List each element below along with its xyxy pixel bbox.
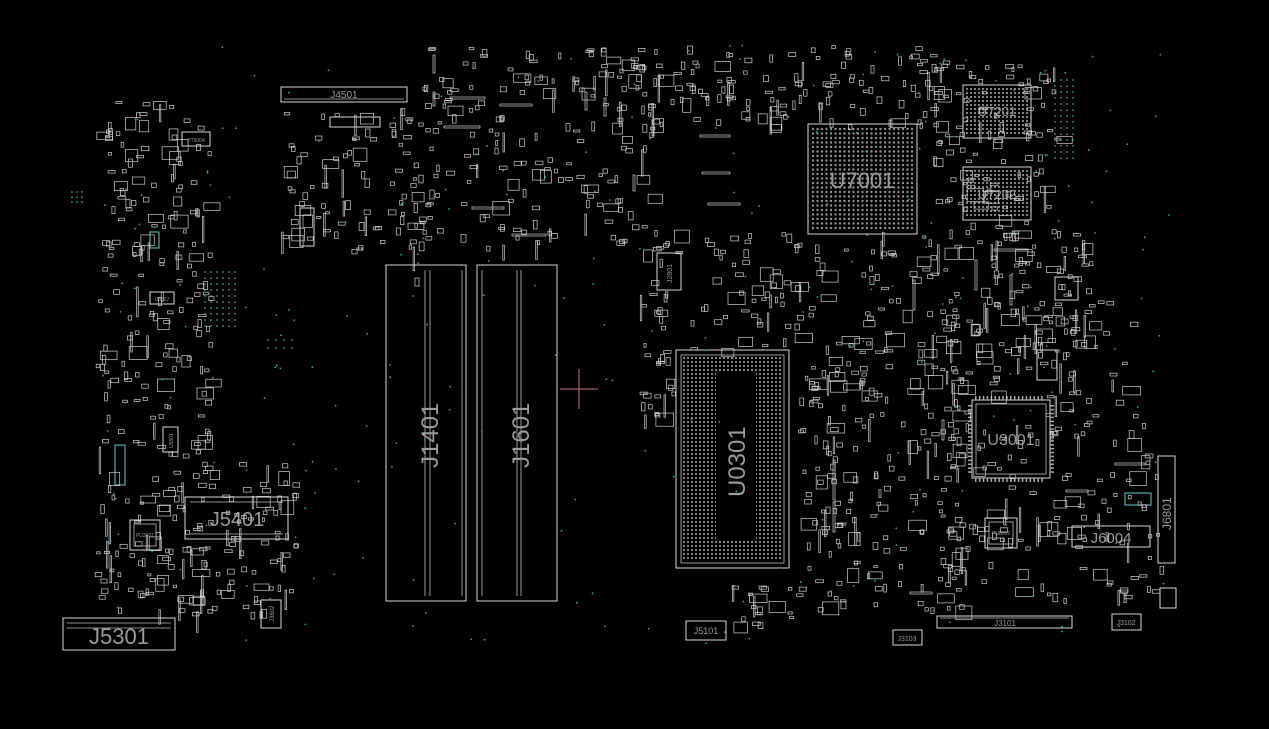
j1401-label: J1401 (417, 403, 444, 468)
j6801-label: J6801 (1160, 497, 1174, 530)
u7001-ball-grid (811, 127, 914, 230)
u7201-label: U7201 (978, 104, 1016, 119)
u7001-label: U7001 (830, 168, 895, 193)
pt5004-label: PT5004 (187, 138, 205, 144)
j3102-label: J3102 (1116, 620, 1135, 627)
connector-j4501[interactable]: J4501 (280, 86, 408, 103)
u0301-label: U0301 (724, 426, 751, 497)
connector-j6801[interactable]: J6801 (1157, 455, 1176, 564)
j5301-label: J5301 (89, 624, 149, 649)
dimm-slot-j1601[interactable]: J1601 (476, 264, 558, 602)
j2801-label: J2801 (667, 264, 674, 283)
pu3601-label: PU3601 (136, 533, 154, 539)
j5101-label: J5101 (694, 626, 719, 636)
connector-j3802[interactable]: J3802 (260, 599, 282, 629)
pu8002-label: PU8002 (992, 531, 1010, 537)
part-pt5004[interactable]: PT5004 (181, 131, 211, 147)
j1601-label: J1601 (508, 403, 535, 468)
part-pu8002[interactable]: PU8002 (984, 517, 1018, 549)
u5501-label: U5501 (169, 433, 175, 448)
j3802-label: J3802 (270, 605, 276, 622)
j6004-label: J6004 (1091, 530, 1132, 547)
j3101-label: J3101 (994, 619, 1016, 628)
part-u5307[interactable]: U5307 (149, 291, 175, 305)
part-u5501[interactable]: U5501 (162, 426, 179, 453)
connector-j5401[interactable]: J5401 (184, 496, 289, 540)
j3103-label: J3103 (897, 636, 916, 643)
crosshair-cursor (560, 369, 598, 409)
cpu-u0301[interactable]: U0301 (675, 349, 790, 569)
u5307-label: U5307 (155, 297, 170, 303)
connector-j5101[interactable]: J5101 (685, 620, 727, 641)
connector-j6004[interactable]: J6004 (1071, 525, 1151, 548)
connector-j3102[interactable]: J3102 (1111, 613, 1142, 631)
chip-u7201[interactable]: U7201 (962, 84, 1032, 139)
u7201-ball-grid (965, 87, 1029, 135)
connector-j3101[interactable]: J3101 (936, 615, 1073, 629)
connector-j3103[interactable]: J3103 (892, 629, 923, 646)
dimm-slot-j1401[interactable]: J1401 (385, 264, 467, 602)
u3001-label: U3001 (987, 432, 1034, 449)
scatter-components (94, 45, 1164, 634)
chip-u7001[interactable]: U7001 (807, 123, 918, 235)
u3001-pins (968, 396, 1054, 482)
j4501-label: J4501 (330, 90, 358, 101)
via-field (71, 44, 1170, 645)
j5401-label: J5401 (210, 509, 265, 531)
connector-j2801[interactable]: J2801 (656, 252, 682, 291)
connector-j5301[interactable]: J5301 (62, 617, 176, 651)
